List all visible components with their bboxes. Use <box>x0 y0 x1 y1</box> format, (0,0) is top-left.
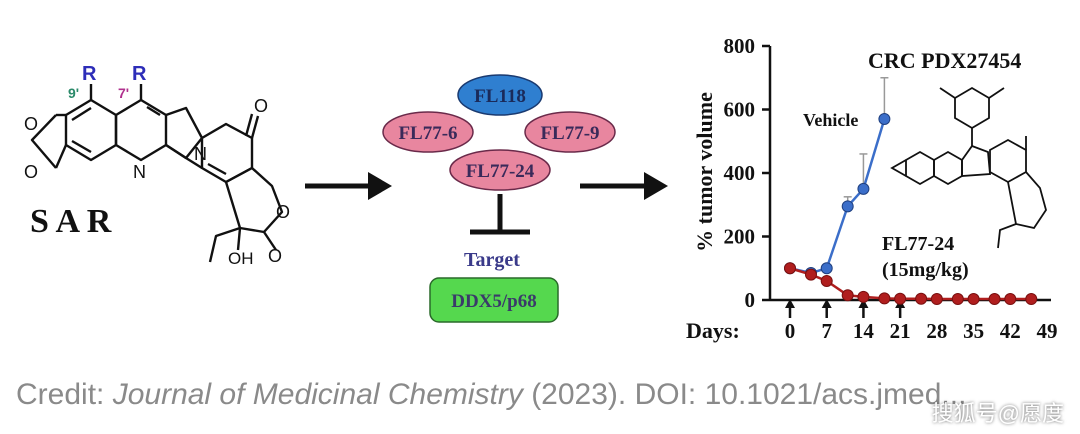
sar-n-ring: N <box>133 162 146 182</box>
y-tick-label: 200 <box>724 225 756 249</box>
data-point <box>915 292 928 305</box>
x-tick-label: 42 <box>1000 319 1021 343</box>
chart-xlabel: Days: <box>686 318 740 343</box>
chart-title: CRC PDX27454 <box>868 48 1021 73</box>
annotation-vehicle: Vehicle <box>803 110 858 130</box>
sar-oh: OH <box>228 249 254 268</box>
credit-rest: (2023). DOI: 10.1021/acs.jmed... <box>522 378 967 411</box>
annotation-treated-name: FL77-24 <box>882 233 954 255</box>
sar-label: S A R <box>30 203 112 240</box>
y-tick-label: 800 <box>724 34 756 58</box>
data-point <box>784 262 796 275</box>
svg-text:FL118: FL118 <box>474 86 526 107</box>
arrow-right-icon <box>305 172 392 200</box>
figure: S A R R R 9' 7' N N O O O O O OH FL118 F… <box>24 34 1058 343</box>
y-tick-label: 400 <box>724 161 756 185</box>
x-tick-label: 35 <box>963 319 984 343</box>
watermark: 搜狐号@愿度 <box>931 401 1064 426</box>
sar-n-lactam: N <box>194 144 207 164</box>
compound-fl118: FL118 <box>457 74 543 116</box>
credit-line: Credit: Journal of Medicinal Chemistry (… <box>16 378 966 412</box>
sar-o-1: O <box>24 114 38 134</box>
data-point <box>841 200 854 213</box>
sar-r-left: R <box>82 63 97 85</box>
credit-prefix: Credit: <box>16 378 113 411</box>
compound-fl77-24: FL77-24 <box>449 149 551 191</box>
x-tick-label: 7 <box>821 319 832 343</box>
data-point <box>1025 293 1038 306</box>
sar-pos-9: 9' <box>68 85 79 101</box>
x-tick-label: 21 <box>890 319 911 343</box>
sar-pos-7: 7' <box>118 85 129 101</box>
compound-fl77-6: FL77-6 <box>382 111 474 153</box>
dosing-arrow-head <box>785 299 795 308</box>
data-point <box>930 293 943 306</box>
data-point <box>820 274 833 287</box>
dosing-arrow-head <box>858 299 869 308</box>
sar-o-5: O <box>268 246 282 266</box>
data-point <box>820 262 833 275</box>
annotation-treated-dose: (15mg/kg) <box>882 259 969 281</box>
chart-ylabel: % tumor volume <box>692 92 717 252</box>
x-tick-label: 0 <box>785 319 796 343</box>
compound-fl77-9: FL77-9 <box>524 111 616 153</box>
svg-text:FL77-6: FL77-6 <box>398 123 457 144</box>
x-tick-label: 49 <box>1037 319 1058 343</box>
credit-journal: Journal of Medicinal Chemistry <box>112 378 523 411</box>
chart-plot: 0 200 400 600 800 0 7 14 21 28 35 42 49 <box>724 34 1058 343</box>
x-tick-label: 14 <box>853 319 875 343</box>
data-point <box>857 182 870 195</box>
svg-text:FL77-24: FL77-24 <box>466 161 535 182</box>
sar-r-right: R <box>132 63 147 85</box>
svg-text:DDX5/p68: DDX5/p68 <box>451 291 537 312</box>
sar-o-4: O <box>276 202 290 222</box>
chart: % tumor volume CRC PDX27454 Days: 0 200 40… <box>686 34 1058 343</box>
data-point <box>1004 293 1017 306</box>
x-tick-label: 28 <box>926 319 947 343</box>
series-line <box>789 118 886 275</box>
data-point <box>857 290 870 303</box>
sar-o-2: O <box>24 162 38 182</box>
data-point <box>967 293 980 306</box>
data-point <box>878 113 891 126</box>
data-point <box>804 268 817 281</box>
data-point <box>894 292 907 305</box>
data-point <box>988 293 1001 306</box>
data-point <box>841 289 854 302</box>
inhibition-icon <box>470 194 530 235</box>
svg-text:FL77-9: FL77-9 <box>540 123 599 144</box>
target-box: DDX5/p68 <box>429 277 559 323</box>
fl77-24-structure <box>890 86 1047 249</box>
sar-structure <box>30 84 284 263</box>
y-tick-label: 0 <box>745 288 756 312</box>
arrow-right-icon <box>580 172 668 200</box>
data-point <box>878 292 891 305</box>
dosing-arrow-head <box>821 299 832 308</box>
target-label: Target <box>464 249 520 271</box>
sar-o-3: O <box>254 96 268 116</box>
y-tick-label: 600 <box>724 98 756 122</box>
data-point <box>951 293 964 306</box>
